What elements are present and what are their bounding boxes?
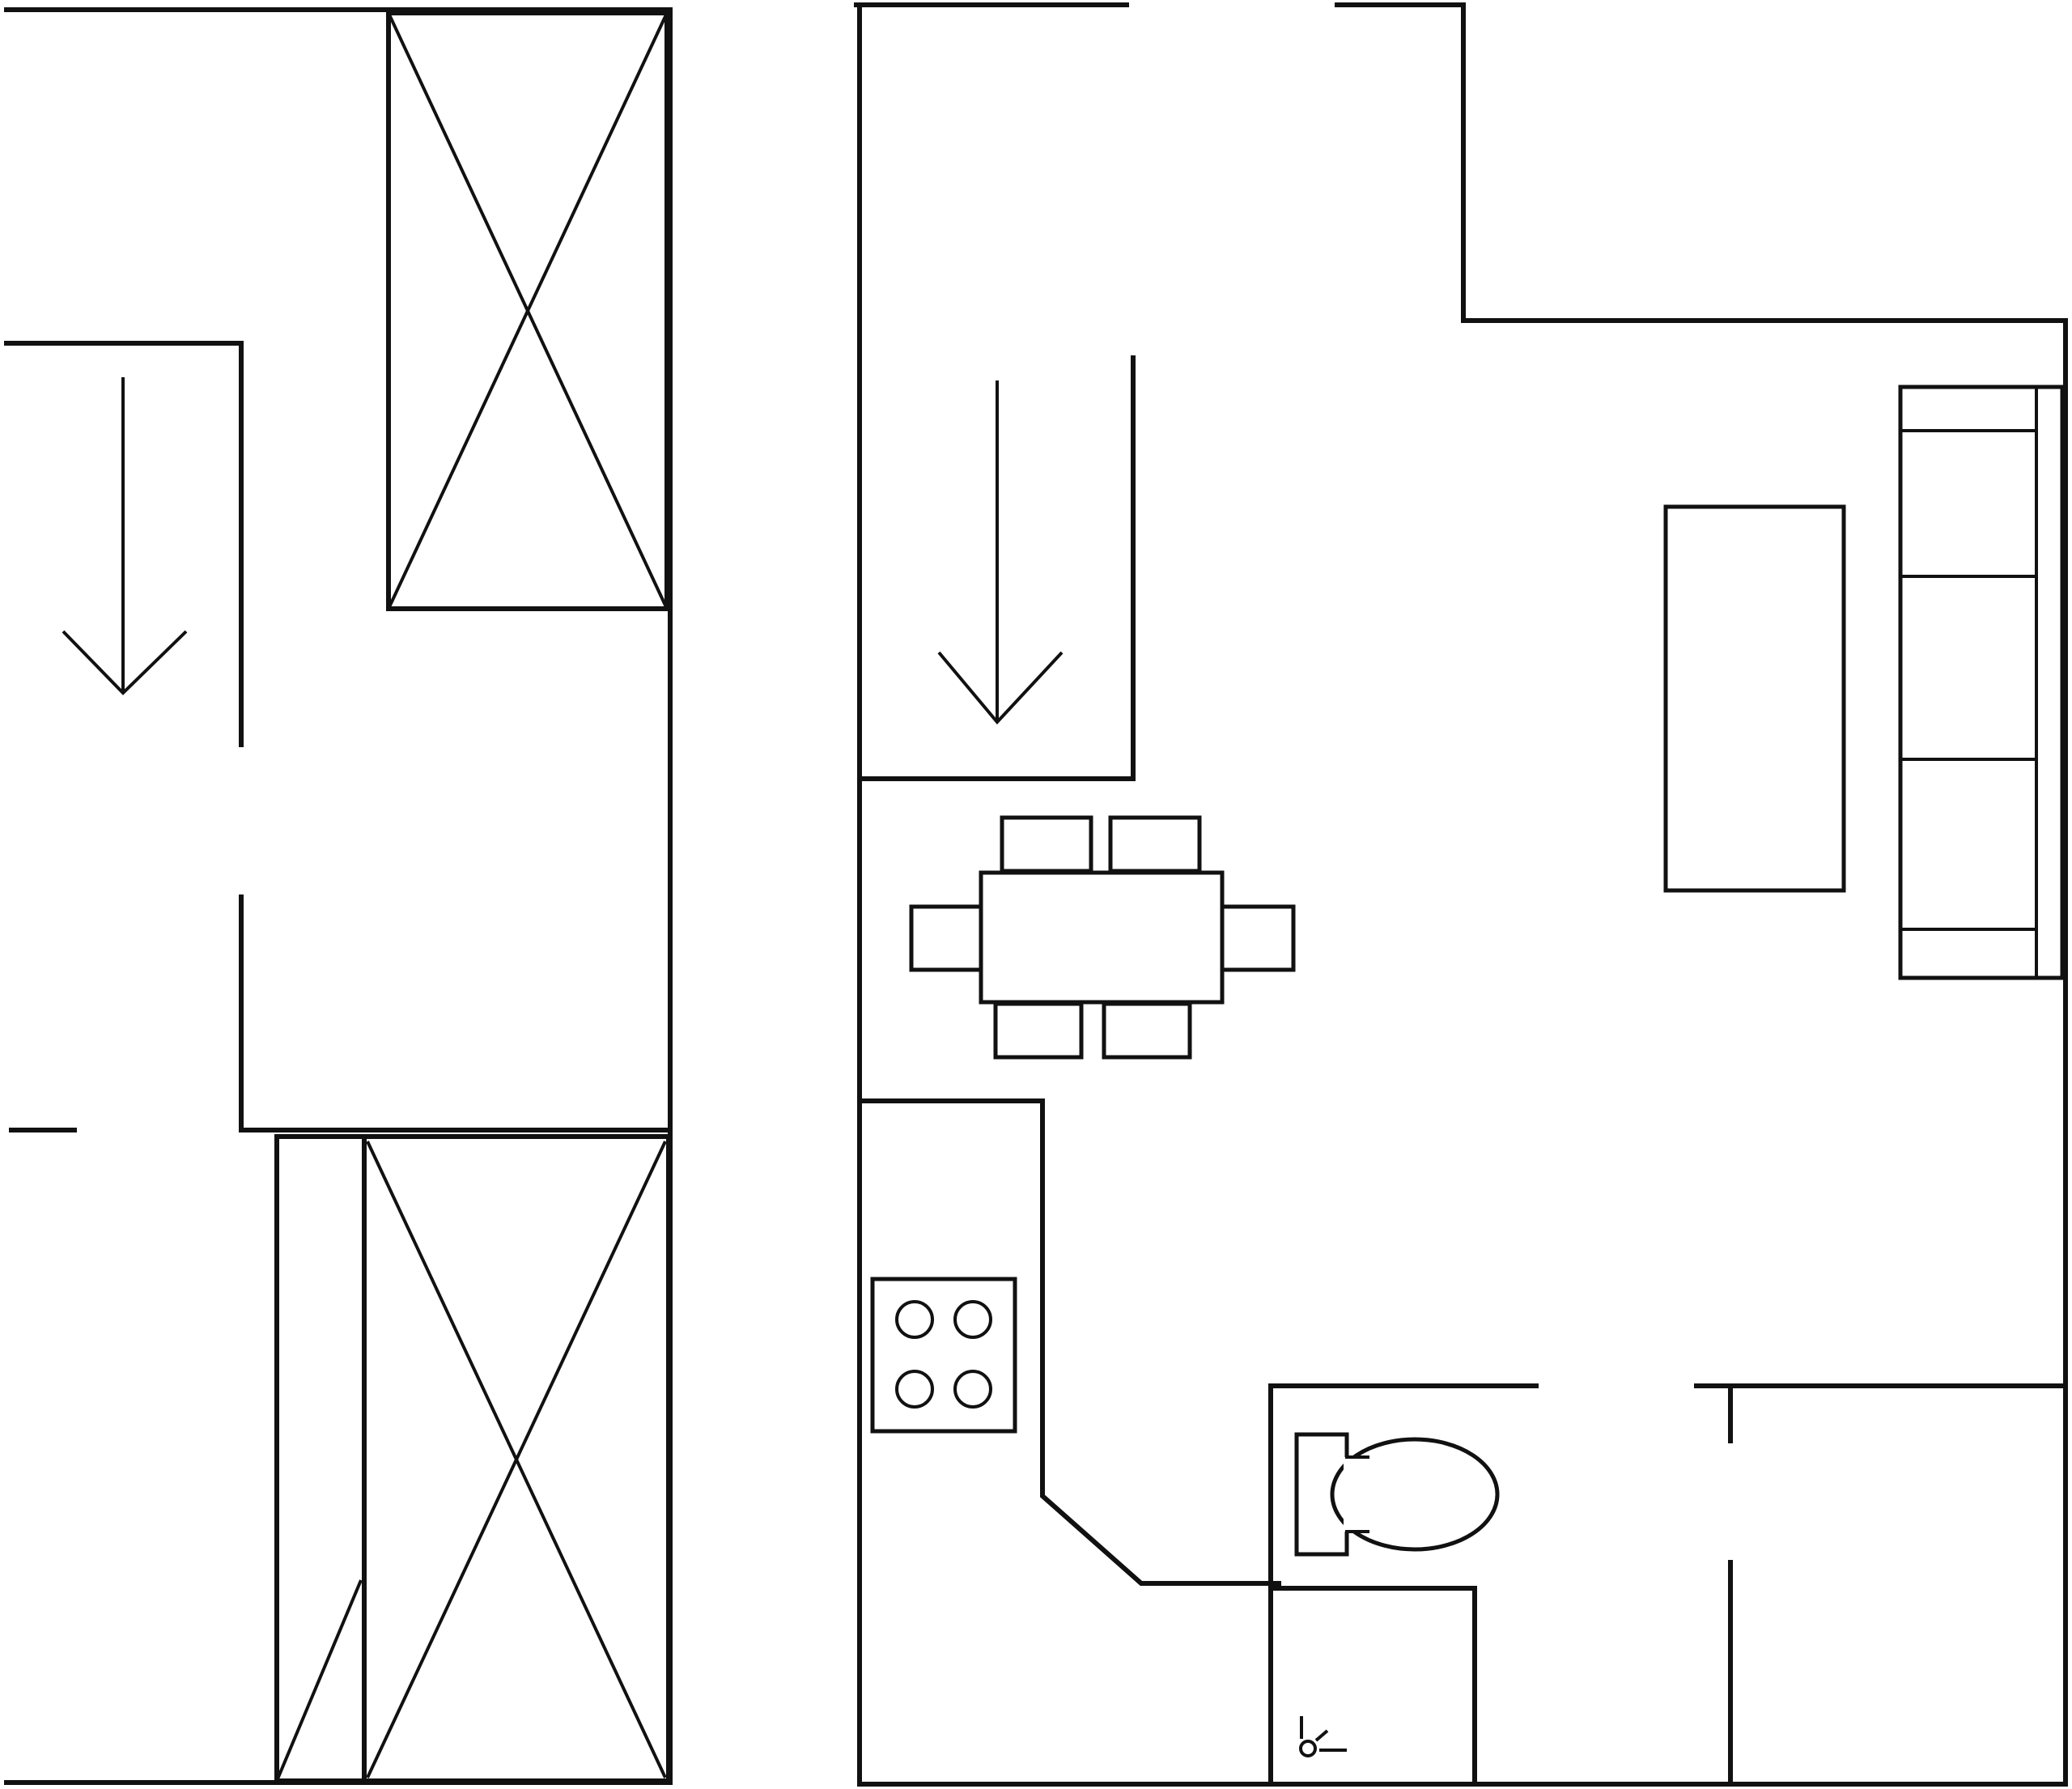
right-outer-wall	[857, 2, 2068, 1787]
right-stair-wall	[857, 355, 1136, 781]
burner-icon	[953, 1370, 992, 1409]
right-building	[854, 2, 2068, 1787]
sink-icon	[1299, 1716, 1347, 1757]
toilet-icon	[1294, 1432, 1500, 1557]
kitchen-counter	[857, 1098, 1281, 1586]
sofa	[1898, 385, 2065, 980]
stove	[870, 1277, 1017, 1434]
left-lower-room	[274, 1134, 671, 1783]
left-stair-wall	[4, 341, 244, 747]
cross-box-icon	[386, 11, 669, 611]
burner-icon	[895, 1300, 934, 1339]
down-arrow-icon	[62, 377, 188, 695]
left-outer-wall	[4, 7, 673, 1785]
bathroom-wall	[1268, 1383, 1539, 1787]
burner-icon	[895, 1370, 934, 1409]
burner-icon	[953, 1300, 992, 1339]
cross-box-icon	[366, 1141, 667, 1778]
coffee-table	[1663, 504, 1846, 893]
down-arrow-icon	[937, 380, 1064, 725]
dining-table	[909, 815, 1296, 1060]
left-building	[4, 7, 673, 1785]
left-corridor-wall	[239, 894, 673, 1132]
left-lower-diagonal	[275, 1579, 363, 1782]
